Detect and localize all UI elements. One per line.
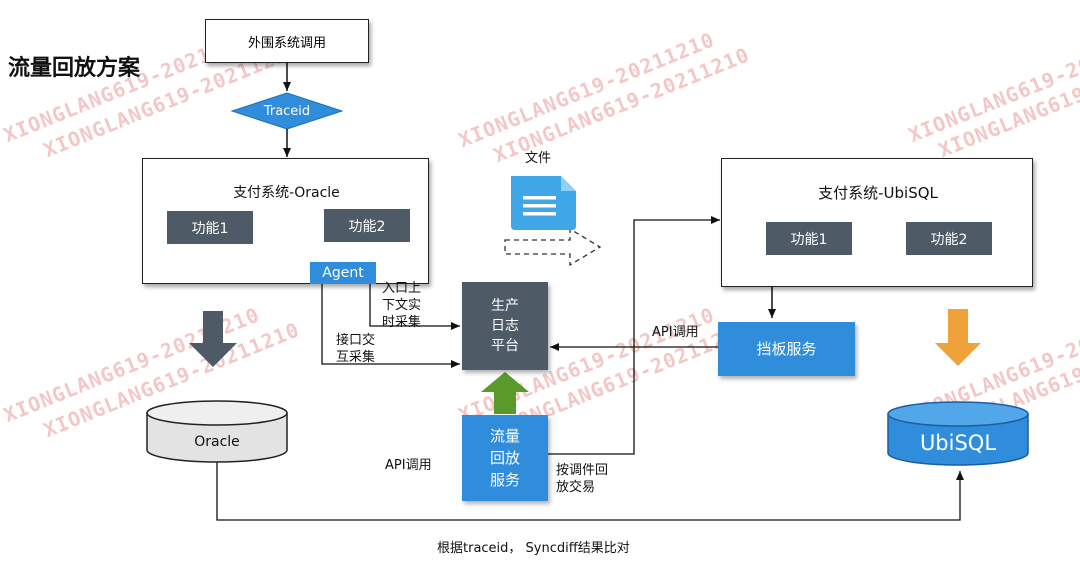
log-platform-line: 生产 [491, 298, 519, 314]
ubisql-func1-label: 功能1 [790, 231, 828, 248]
api-call-right-label: API调用 [652, 325, 699, 340]
oracle-system-title: 支付系统-Oracle [233, 185, 340, 201]
log-platform-line: 平台 [491, 338, 519, 354]
interface-collect-line: 接口交 [336, 333, 376, 348]
log-platform-box: 生产 日志 平台 [462, 282, 548, 370]
ubisql-func2-label: 功能2 [930, 231, 968, 248]
ubisql-func2: 功能2 [906, 222, 992, 255]
traceid-label: Traceid [263, 104, 311, 119]
interface-collect-line: 互采集 [336, 350, 376, 365]
page-title: 流量回放方案 [8, 56, 141, 81]
compare-label: 根据traceid， Syncdiff结果比对 [437, 541, 630, 556]
oracle-func1: 功能1 [167, 211, 253, 244]
ubisql-db-label: UbiSQL [919, 431, 997, 455]
replay-service-line: 回放 [489, 449, 520, 467]
external-call-label: 外围系统调用 [247, 35, 326, 51]
oracle-func2-label: 功能2 [348, 218, 386, 235]
baffle-service-label: 挡板服务 [756, 340, 817, 358]
replay-by-call-line: 放交易 [556, 480, 596, 495]
replay-service-line: 服务 [489, 471, 520, 489]
entry-collect-line: 时采集 [382, 315, 422, 330]
arrow-agent-entry-collect [369, 284, 460, 330]
oracle-down-arrow [189, 311, 237, 367]
oracle-db-cylinder [146, 400, 288, 463]
file-label: 文件 [525, 151, 552, 166]
document-icon [511, 176, 576, 230]
external-call-box: 外围系统调用 [205, 19, 369, 63]
replay-service-line: 流量 [489, 427, 520, 445]
oracle-func1-label: 功能1 [191, 220, 229, 237]
ubisql-func1: 功能1 [766, 222, 852, 255]
entry-collect-label: 入口上 下文实 时采集 [382, 280, 421, 331]
replay-by-call-label: 按调件回 放交易 [556, 462, 608, 496]
replay-by-call-line: 按调件回 [556, 463, 609, 478]
arrow-replay-to-ubisql [548, 216, 720, 455]
oracle-func2: 功能2 [324, 209, 410, 242]
entry-collect-line: 下文实 [382, 298, 422, 313]
ubisql-db-cylinder [887, 401, 1029, 466]
oracle-db-label: Oracle [194, 434, 240, 450]
baffle-service-box: 挡板服务 [718, 322, 855, 376]
ubisql-down-arrow [935, 309, 981, 366]
interface-collect-label: 接口交 互采集 [336, 332, 375, 366]
entry-collect-line: 入口上 [382, 281, 422, 296]
ubisql-system-title: 支付系统-UbiSQL [818, 184, 938, 202]
log-platform-line: 日志 [491, 318, 519, 334]
arrow-agent-interface-collect [321, 284, 460, 368]
arrow-compare [216, 462, 964, 521]
replay-up-arrow [481, 372, 529, 414]
replay-service-box: 流量 回放 服务 [462, 415, 548, 501]
api-call-left-label: API调用 [385, 458, 432, 473]
dashed-transfer-arrow [504, 227, 602, 267]
agent-label: Agent [322, 265, 364, 281]
agent-box: Agent [310, 262, 376, 284]
